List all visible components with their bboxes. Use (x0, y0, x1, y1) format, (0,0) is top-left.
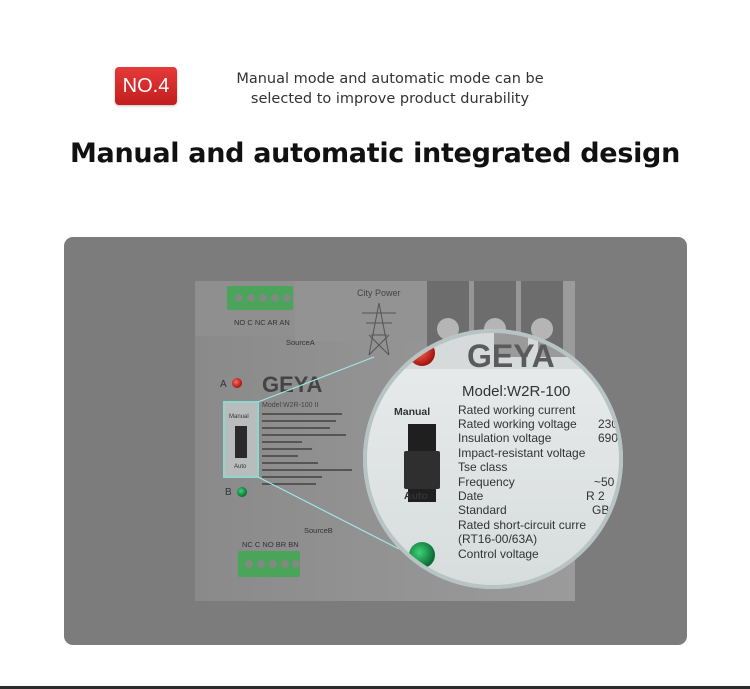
footer-divider (0, 686, 750, 689)
spec-label: Standard (458, 503, 507, 517)
spec-value: 690 (598, 431, 618, 445)
top-terminal-label: NO C NC AR AN (234, 318, 290, 327)
zoom-auto-label: Auto (404, 490, 428, 502)
feature-description: Manual mode and automatic mode can be se… (215, 69, 565, 109)
spec-label: Rated working voltage (458, 417, 577, 431)
spec-label: Frequency (458, 475, 515, 489)
spec-label: Insulation voltage (458, 431, 552, 445)
zoom-brand-logo: GEYA (467, 338, 555, 374)
indicator-b-led (237, 487, 247, 497)
spec-value: ~50 (594, 475, 615, 489)
device-brand-logo: GEYA (262, 372, 322, 397)
zoom-mode-switch-lever (404, 451, 440, 489)
source-a-label: SourceA (286, 338, 315, 347)
feature-description-line-1: Manual mode and automatic mode can be (236, 71, 544, 87)
spec-label: Control voltage (458, 547, 539, 561)
zoom-connector-lines (257, 356, 400, 550)
device-model-label: Model:W2R-100 II (262, 402, 318, 409)
mode-switch-auto-label: Auto (234, 464, 247, 470)
zoom-magnifier: GEYA Model:W2R-100 Manual Auto Rated wor… (363, 329, 623, 589)
city-power-label: City Power (357, 288, 401, 298)
zoom-manual-label: Manual (394, 406, 430, 418)
spec-label: Rated short-circuit curre (458, 518, 586, 532)
bottom-terminal-label: NC C NO BR BN (242, 540, 299, 549)
zoom-spec-list: Rated working current Rated working volt… (458, 403, 621, 561)
spec-label: (RT16-00/63A) (458, 532, 537, 546)
mode-switch-manual-label: Manual (229, 414, 249, 420)
indicator-a-label: A (220, 379, 227, 390)
source-b-label: SourceB (304, 526, 333, 535)
spec-value: R 2 (586, 489, 605, 503)
spec-label: Tse class (458, 460, 507, 474)
product-illustration: NO C NC AR AN SourceA City Power A GEYA … (195, 281, 623, 601)
spec-label: Impact-resistant voltage (458, 446, 586, 460)
power-pylon-icon (362, 302, 396, 356)
feature-description-line-2: selected to improve product durability (250, 91, 530, 107)
spec-label: Rated working current (458, 403, 576, 417)
page-headline: Manual and automatic integrated design (69, 138, 680, 169)
spec-label: Date (458, 489, 484, 503)
mode-switch-lever (235, 426, 247, 458)
zoom-model-label: Model:W2R-100 (462, 383, 570, 400)
indicator-a-led (232, 378, 242, 388)
indicator-b-label: B (225, 487, 232, 498)
product-photo-panel: NO C NC AR AN SourceA City Power A GEYA … (64, 237, 687, 645)
step-badge: NO.4 (115, 67, 177, 105)
